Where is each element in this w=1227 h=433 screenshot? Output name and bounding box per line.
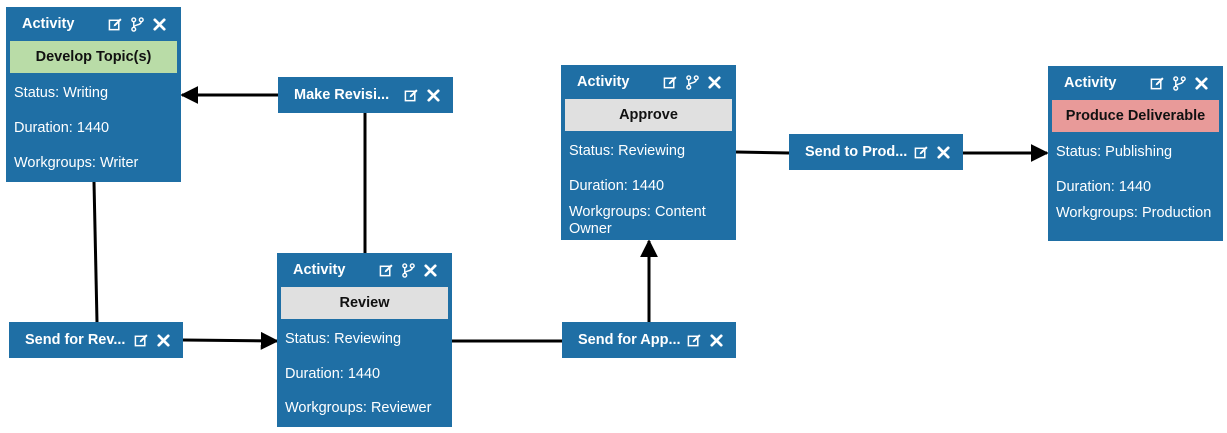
activity-name: Develop Topic(s)	[10, 41, 177, 73]
edit-icon[interactable]	[134, 333, 149, 348]
activity-workgroups: Workgroups: Reviewer	[285, 400, 432, 416]
activity-header-label: Activity	[22, 16, 75, 32]
activity-name: Produce Deliverable	[1052, 100, 1219, 132]
activity-header-label: Activity	[293, 262, 346, 278]
activity-approve[interactable]: Activity Approve Status: Reviewing Durat…	[561, 65, 736, 240]
branch-icon[interactable]	[685, 74, 700, 90]
activity-name: Review	[281, 287, 448, 319]
transition-send-for-review[interactable]: Send for Rev...	[9, 322, 183, 358]
edit-icon[interactable]	[108, 17, 123, 32]
activity-status: Status: Writing	[14, 85, 109, 101]
edit-icon[interactable]	[914, 145, 929, 160]
branch-icon[interactable]	[401, 262, 416, 278]
transition-send-to-production[interactable]: Send to Prod...	[789, 134, 963, 170]
connector-develop-to-send-review	[92, 181, 99, 323]
edit-icon[interactable]	[1150, 76, 1165, 91]
connector-approve-to-send-production	[735, 150, 790, 155]
activity-name: Approve	[565, 99, 732, 131]
activity-header-label: Activity	[577, 74, 630, 90]
activity-workgroups: Workgroups: Writer	[14, 155, 139, 171]
close-icon[interactable]	[707, 75, 722, 90]
activity-duration: Duration: 1440	[285, 366, 381, 382]
close-icon[interactable]	[1194, 76, 1209, 91]
activity-develop-topics[interactable]: Activity Develop Topic(s) Status: Writin…	[6, 7, 181, 182]
activity-duration: Duration: 1440	[14, 120, 110, 136]
activity-review[interactable]: Activity Review Status: Reviewing Durati…	[277, 253, 452, 427]
close-icon[interactable]	[709, 333, 724, 348]
edit-icon[interactable]	[687, 333, 702, 348]
transition-label: Make Revisi...	[294, 87, 390, 103]
activity-status: Status: Reviewing	[285, 331, 402, 347]
branch-icon[interactable]	[130, 16, 145, 32]
transition-label: Send to Prod...	[805, 144, 908, 160]
transition-make-revisions[interactable]: Make Revisi...	[278, 77, 453, 113]
close-icon[interactable]	[936, 145, 951, 160]
activity-header-label: Activity	[1064, 75, 1117, 91]
transition-send-for-approval[interactable]: Send for App...	[562, 322, 736, 358]
activity-produce-deliverable[interactable]: Activity Produce Deliverable Status: Pub…	[1048, 66, 1223, 241]
activity-workgroups: Workgroups: Production	[1056, 205, 1212, 221]
activity-duration: Duration: 1440	[1056, 179, 1152, 195]
activity-status: Status: Publishing	[1056, 144, 1173, 160]
close-icon[interactable]	[152, 17, 167, 32]
close-icon[interactable]	[156, 333, 171, 348]
edit-icon[interactable]	[379, 263, 394, 278]
activity-duration: Duration: 1440	[569, 178, 665, 194]
close-icon[interactable]	[423, 263, 438, 278]
transition-label: Send for Rev...	[25, 332, 126, 348]
edit-icon[interactable]	[663, 75, 678, 90]
activity-workgroups: Workgroups: Content Owner	[569, 204, 706, 237]
transition-label: Send for App...	[578, 332, 681, 348]
branch-icon[interactable]	[1172, 75, 1187, 91]
close-icon[interactable]	[426, 88, 441, 103]
activity-status: Status: Reviewing	[569, 143, 686, 159]
edit-icon[interactable]	[404, 88, 419, 103]
connector-send-review-to-review	[182, 331, 279, 350]
